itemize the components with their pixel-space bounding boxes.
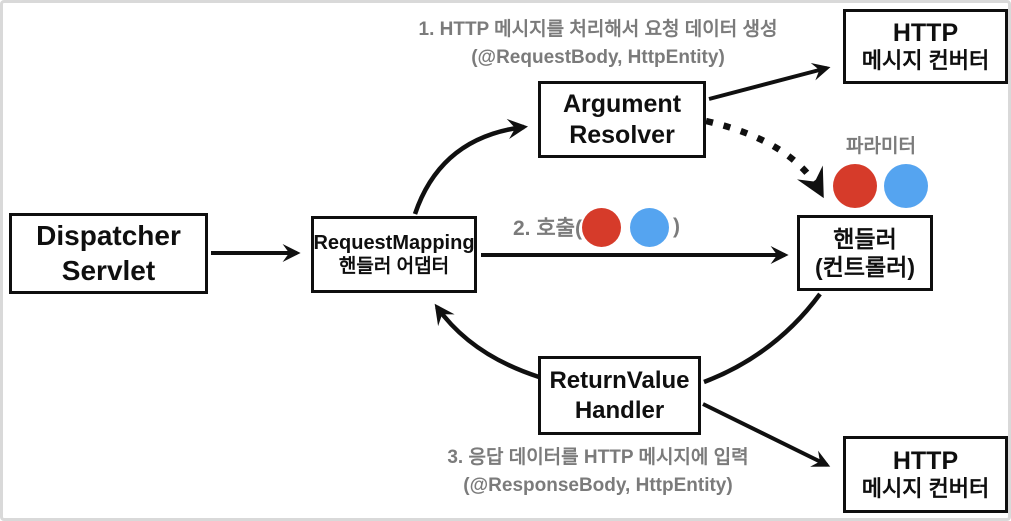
- http-converter-bottom-line2: 메시지 컨버터: [861, 476, 990, 502]
- step1-note-line2: (@RequestBody, HttpEntity): [471, 46, 725, 68]
- step2-call-label: 2. 호출( ): [513, 207, 680, 247]
- red-parameter-dot: [833, 164, 877, 208]
- http-message-converter-bottom-box: HTTP 메시지 컨버터: [843, 436, 1008, 513]
- argument-resolver-line2: Resolver: [569, 120, 675, 149]
- http-converter-bottom-line1: HTTP: [892, 446, 959, 475]
- dispatcher-servlet-box: Dispatcher Servlet: [9, 213, 208, 294]
- blue-argument-dot: [629, 207, 669, 247]
- http-converter-top-line1: HTTP: [892, 18, 959, 47]
- step1-note-line1: 1. HTTP 메시지를 처리해서 요청 데이터 생성: [418, 19, 778, 40]
- argument-resolver-line1: Argument: [562, 90, 682, 118]
- request-mapping-adapter-line2: 핸들러 어댑터: [338, 256, 450, 278]
- dashed-arrow-argument-resolver-to-handler: [705, 117, 824, 199]
- http-message-converter-top-box: HTTP 메시지 컨버터: [843, 9, 1008, 84]
- blue-parameter-dot: [884, 164, 928, 208]
- http-converter-top-line2: 메시지 컨버터: [861, 48, 990, 74]
- parameter-label: 파라미터: [846, 136, 916, 157]
- step3-note-line1: 3. 응답 데이터를 HTTP 메시지에 입력: [447, 447, 749, 468]
- handler-controller-box: 핸들러 (컨트롤러): [797, 215, 933, 291]
- request-mapping-adapter-box: RequestMapping 핸들러 어댑터: [311, 216, 477, 293]
- step1-note: 1. HTTP 메시지를 처리해서 요청 데이터 생성 (@RequestBod…: [388, 16, 808, 71]
- step2-call-prefix: 2. 호출(: [513, 217, 582, 240]
- red-argument-dot: [581, 207, 621, 247]
- step2-call-suffix: ): [672, 215, 680, 238]
- return-value-handler-line2: Handler: [574, 396, 665, 424]
- request-mapping-adapter-line1: RequestMapping: [313, 231, 475, 254]
- arrow-argument-resolver-to-http-converter-top: [708, 62, 831, 101]
- step3-note-line2: (@ResponseBody, HttpEntity): [463, 474, 733, 496]
- handler-line2: (컨트롤러): [815, 254, 915, 280]
- arrow-return-value-handler-to-http-converter-bottom: [702, 402, 831, 467]
- curve-handler-to-return-value-handler: [703, 292, 822, 385]
- arrow-layer: [211, 62, 831, 467]
- arrow-return-value-handler-to-adapter: [434, 303, 540, 380]
- return-value-handler-line1: ReturnValue: [549, 367, 690, 395]
- step3-note: 3. 응답 데이터를 HTTP 메시지에 입력 (@ResponseBody, …: [395, 444, 801, 499]
- argument-resolver-box: Argument Resolver: [538, 81, 706, 158]
- return-value-handler-box: ReturnValue Handler: [538, 356, 701, 435]
- dispatcher-servlet-line2: Servlet: [61, 254, 156, 286]
- arrow-adapter-to-argument-resolver: [412, 118, 529, 215]
- handler-line1: 핸들러: [833, 225, 897, 252]
- dispatcher-servlet-line1: Dispatcher: [36, 220, 181, 252]
